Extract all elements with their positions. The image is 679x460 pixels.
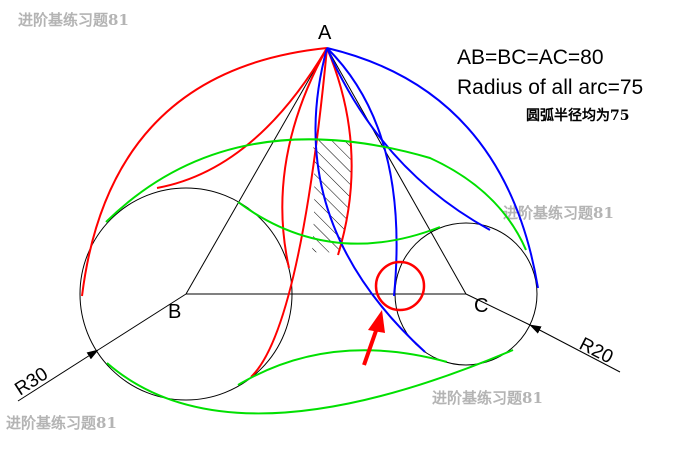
highlight-arrow <box>362 310 385 366</box>
watermarks: 进阶基练习题81 进阶基练习题81 进阶基练习题81 进阶基练习题81 <box>6 11 614 432</box>
red-arcs <box>81 47 353 378</box>
label-point-b: B <box>168 301 181 323</box>
circle-b <box>79 187 293 401</box>
dimension-line-r20-inner <box>465 293 531 326</box>
dimension-line-r30 <box>17 349 99 402</box>
green-arcs <box>105 138 527 415</box>
dimension-line-r30-inner <box>97 293 187 351</box>
highlight-circle <box>374 260 426 312</box>
hatched-region <box>312 139 351 253</box>
watermark-right: 进阶基练习题81 <box>503 204 614 222</box>
dimension-line-r20 <box>529 324 621 373</box>
note-arc-radius: Radius of all arc=75 <box>457 76 643 99</box>
dimension-label-r30: R30 <box>11 364 52 401</box>
label-point-a: A <box>318 22 332 44</box>
watermark-top-left: 进阶基练习题81 <box>18 11 129 29</box>
note-arc-radius-cn: 圆弧半径均为75 <box>526 107 629 124</box>
blue-arcs <box>314 47 539 353</box>
watermark-bottom-left: 进阶基练习题81 <box>6 414 117 432</box>
note-side-lengths: AB=BC=AC=80 <box>457 46 604 69</box>
dimension-label-r20: R20 <box>576 334 617 369</box>
watermark-bottom: 进阶基练习题81 <box>432 389 543 407</box>
label-point-c: C <box>474 295 488 317</box>
triangle-abc <box>185 47 467 295</box>
